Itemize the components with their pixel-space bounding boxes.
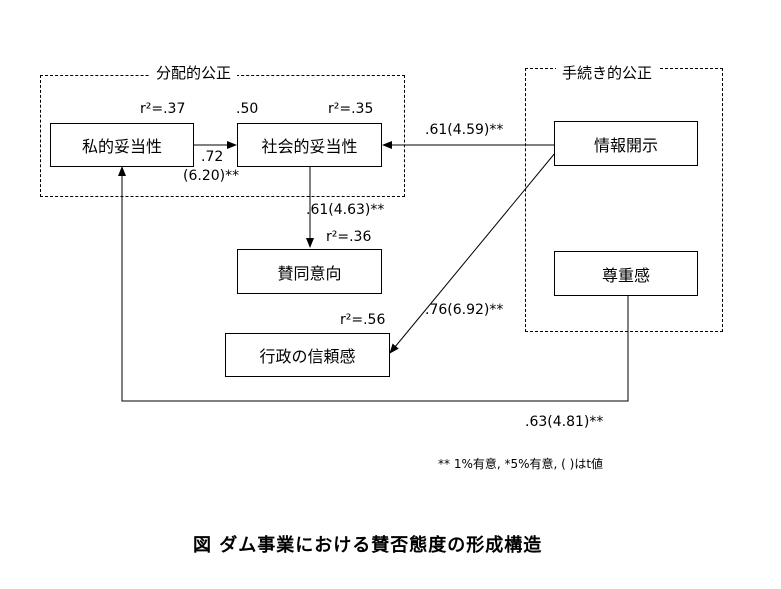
r2-approval-intention: r²=.36	[326, 229, 372, 245]
group-procedural-justice-label: 手続き的公正	[556, 64, 659, 82]
group-distributive-justice-label: 分配的公正	[150, 64, 238, 82]
tval-private-social: (6.20)**	[183, 168, 240, 184]
node-information-disclosure: 情報開示	[554, 121, 698, 166]
edge-disclosure-trust	[389, 146, 561, 354]
r2-administrative-trust: r²=.56	[340, 312, 386, 328]
node-administrative-trust: 行政の信頼感	[225, 333, 390, 377]
coef-social-approval: .61(4.63)**	[306, 202, 385, 218]
r2-social-validity: r²=.35	[328, 101, 374, 117]
coef-respect-private: .63(4.81)**	[525, 414, 604, 430]
coef-private-social: .72	[201, 149, 224, 165]
r2-private-validity: r²=.37	[140, 101, 186, 117]
coef-disclosure-trust: .76(6.92)**	[425, 302, 504, 318]
value-social-50: .50	[236, 101, 259, 117]
coef-disclosure-social: .61(4.59)**	[425, 122, 504, 138]
edge-respect-private	[118, 166, 629, 402]
significance-note: ** 1%有意, *5%有意, ( )はt値	[438, 457, 604, 471]
node-private-validity: 私的妥当性	[50, 123, 194, 167]
node-approval-intention: 賛同意向	[237, 249, 382, 294]
node-respect: 尊重感	[554, 251, 698, 296]
node-social-validity: 社会的妥当性	[237, 123, 382, 167]
figure-caption: 図 ダム事業における賛否態度の形成構造	[193, 535, 543, 556]
